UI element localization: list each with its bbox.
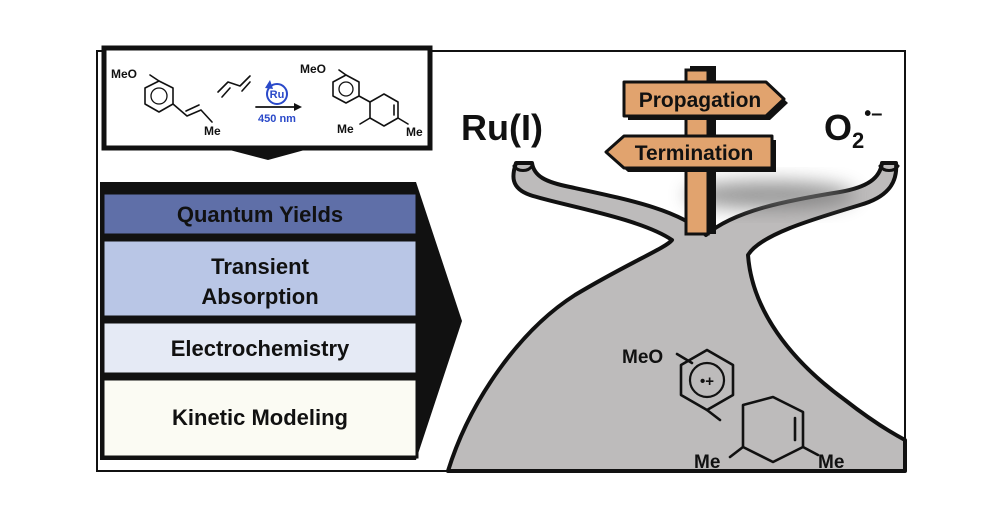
reactant-ring-aromatic [150, 87, 168, 105]
product-meo-label: MeO [300, 62, 326, 76]
scheme-pointer [222, 148, 312, 160]
radical-charge-label: •+ [700, 373, 714, 390]
reactant-double-bond [185, 104, 200, 112]
reaction-arrow-head [294, 103, 302, 111]
reaction-scheme: MeO Me Ru 450 nm MeO Me Me [101, 45, 433, 160]
ru-catalyst-cycle-arrow [265, 80, 273, 89]
radical-cation-structure: MeO •+ Me Me [622, 347, 844, 473]
radical-meo-label: MeO [622, 347, 663, 368]
reactant-o-bond [149, 74, 160, 82]
radical-me-right-bond [801, 445, 820, 457]
product-me-left-label: Me [337, 122, 354, 136]
reactant-me-label: Me [204, 124, 221, 138]
ru-catalyst-label: Ru [270, 89, 285, 101]
radical-ring-inner [688, 361, 726, 399]
butadiene-db1 [221, 87, 231, 98]
superoxide-label: O2•– [824, 103, 882, 153]
radical-me-left-bond [728, 445, 745, 459]
product-me-right-label: Me [406, 125, 423, 139]
termination-label: Termination [635, 142, 754, 165]
radical-me-left-label: Me [694, 452, 720, 473]
product-ring-aromatic [338, 81, 354, 97]
termination-sign [604, 134, 774, 170]
butadiene [217, 75, 251, 93]
product-ring [332, 74, 360, 104]
propagation-sign [622, 80, 786, 118]
reactant-meo-label: MeO [111, 67, 137, 81]
reactant-ring [144, 80, 174, 113]
method-quantum-yields [101, 191, 419, 237]
method-transient-absorption [101, 238, 419, 319]
superoxide-superscript: •– [864, 103, 882, 125]
ru-catalyst-icon [266, 83, 288, 105]
product-link-bond [358, 95, 371, 103]
method-kinetic-modeling-label: Kinetic Modeling [172, 405, 348, 430]
road-right-lip [878, 164, 900, 172]
reactant-chain [172, 103, 213, 123]
product-o-bond [338, 69, 347, 76]
radical-link-bond [705, 408, 722, 422]
method-electrochemistry [101, 320, 419, 376]
ru-one-label: Ru(I) [461, 107, 543, 148]
method-transient-absorption-line2: Absorption [201, 284, 318, 309]
method-electrochemistry-label: Electrochemistry [171, 336, 350, 361]
wavelength-label: 450 nm [258, 113, 296, 125]
superoxide-subscript: 2 [852, 128, 864, 153]
methods-stack: Quantum Yields Transient Absorption Elec… [100, 182, 462, 460]
radical-me-right-label: Me [818, 452, 844, 473]
method-quantum-yields-label: Quantum Yields [177, 202, 343, 227]
road-left-lip [512, 164, 534, 172]
product-me-left-bond [359, 117, 371, 125]
propagation-label: Propagation [639, 89, 762, 112]
method-transient-absorption-line1: Transient [211, 254, 309, 279]
product-me-right-bond [397, 117, 409, 125]
butadiene-db2 [241, 81, 251, 92]
method-kinetic-modeling [101, 377, 419, 459]
signpost-shadow [685, 181, 855, 209]
superoxide-o: O [824, 107, 852, 148]
